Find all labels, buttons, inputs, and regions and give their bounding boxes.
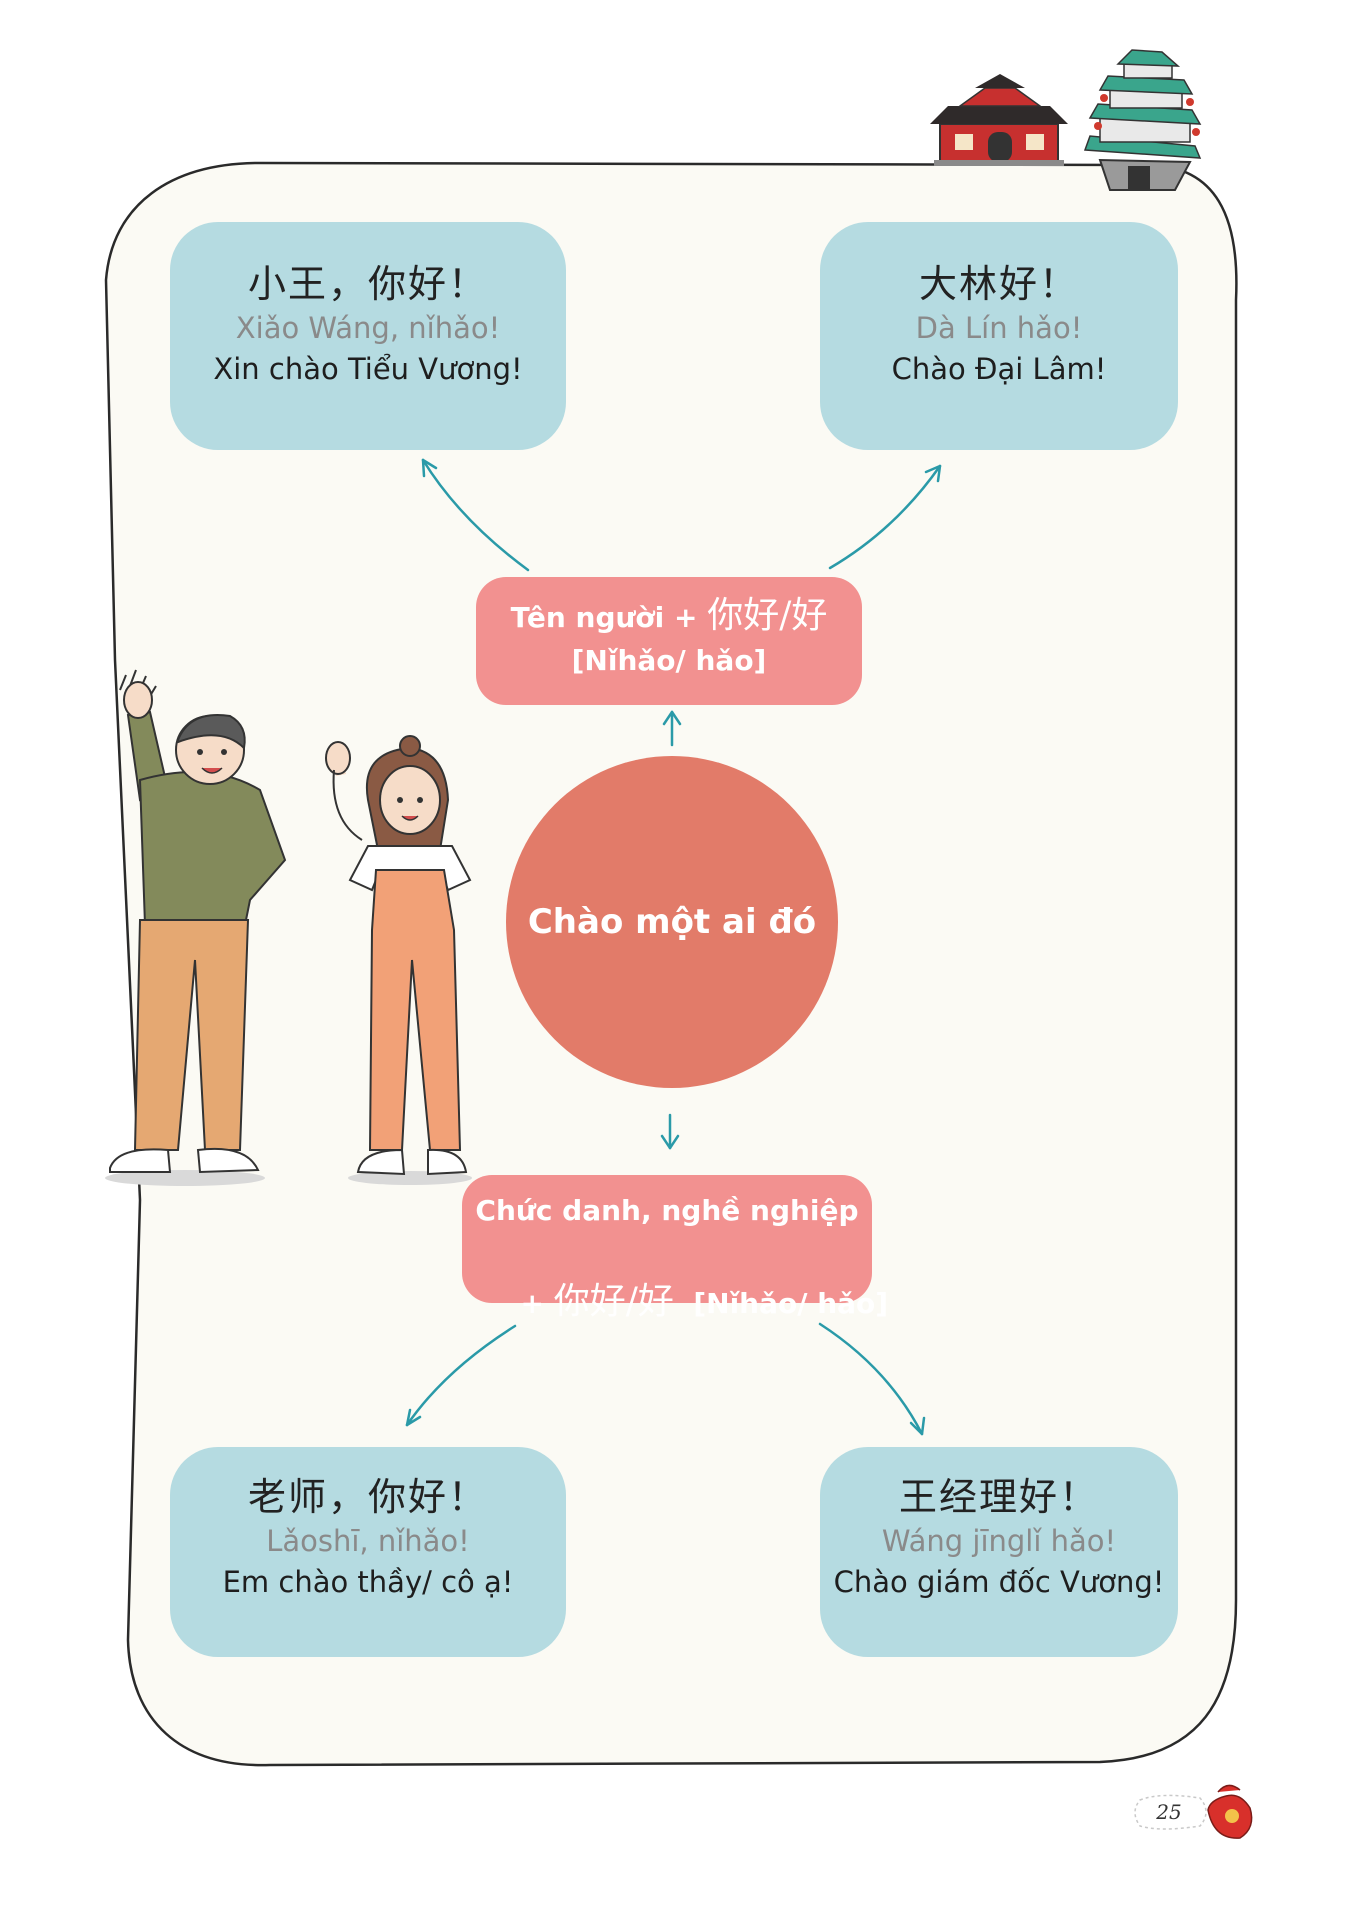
card-chinese: 小王，你好！ (247, 262, 488, 306)
card-vietnamese: Chào giám đốc Vương! (833, 1565, 1165, 1599)
rule-line-1-chinese: 你好/好 (707, 595, 828, 636)
arrow-head-2 (924, 464, 942, 483)
arrow-head-up (662, 710, 682, 726)
arrow-head-1 (421, 458, 438, 478)
rule-line-2-suffix: [Nǐhǎo/ hǎo] (673, 1287, 889, 1320)
pagoda-icon (1083, 49, 1202, 191)
page-number-decoration (1134, 1784, 1253, 1839)
lucky-pouch-icon (1207, 1784, 1253, 1839)
arrow-to-card-4 (818, 1322, 924, 1436)
arrow-head-3 (405, 1408, 422, 1427)
arrow-to-card-2 (828, 464, 942, 570)
card-pinyin: Lǎoshī, nǐhǎo! (266, 1524, 470, 1558)
arrow-head-4 (909, 1416, 926, 1436)
arrows (405, 458, 942, 1436)
rule-line-1: Chức danh, nghề nghiệp (475, 1194, 859, 1227)
card-pinyin: Wáng jīnglǐ hǎo! (881, 1524, 1117, 1558)
example-card-2: 大林好！ Dà Lín hǎo! Chào Đại Lâm! (820, 222, 1178, 450)
card-chinese: 王经理好！ (898, 1475, 1099, 1519)
example-card-1: 小王，你好！ Xiǎo Wáng, nǐhǎo! Xin chào Tiểu V… (170, 222, 566, 450)
temple-icon (930, 74, 1068, 166)
rule-line-2: + 你好/好 [Nǐhǎo/ hǎo] (462, 1233, 889, 1373)
arrow-head-down (660, 1134, 680, 1150)
rule-line-2: [Nǐhǎo/ hǎo] (571, 644, 767, 677)
example-card-4: 王经理好！ Wáng jīnglǐ hǎo! Chào giám đốc Vươ… (820, 1447, 1178, 1657)
rule-line-2-chinese: 你好/好 (553, 1281, 674, 1322)
card-pinyin: Xiǎo Wáng, nǐhǎo! (235, 311, 501, 345)
rule-box-name: Tên người + 你好/好 [Nǐhǎo/ hǎo] (476, 577, 862, 705)
boy-waving-illustration (105, 669, 287, 1186)
card-chinese: 老师，你好！ (247, 1475, 488, 1519)
card-vietnamese: Chào Đại Lâm! (891, 352, 1107, 386)
rule-line-1-text: Tên người + (510, 601, 708, 634)
rule-line-1: Tên người + 你好/好 (476, 593, 862, 641)
card-pinyin: Dà Lín hǎo! (915, 311, 1083, 345)
arrow-to-card-1 (421, 458, 530, 572)
page-number: 25 (1156, 1800, 1182, 1824)
card-chinese: 大林好！ (918, 262, 1079, 306)
arrow-to-card-3 (405, 1324, 517, 1427)
rule-box-title: Chức danh, nghề nghiệp + 你好/好 [Nǐhǎo/ hǎ… (462, 1175, 888, 1322)
center-topic-label: Chào một ai đó (527, 902, 817, 942)
girl-waving-illustration (325, 735, 472, 1185)
example-card-3: 老师，你好！ Lǎoshī, nǐhǎo! Em chào thầy/ cô ạ… (170, 1447, 566, 1657)
card-vietnamese: Xin chào Tiểu Vương! (213, 352, 523, 386)
rule-line-2-prefix: + (520, 1287, 554, 1320)
center-topic-circle: Chào một ai đó (506, 756, 838, 1088)
card-vietnamese: Em chào thầy/ cô ạ! (222, 1565, 514, 1599)
